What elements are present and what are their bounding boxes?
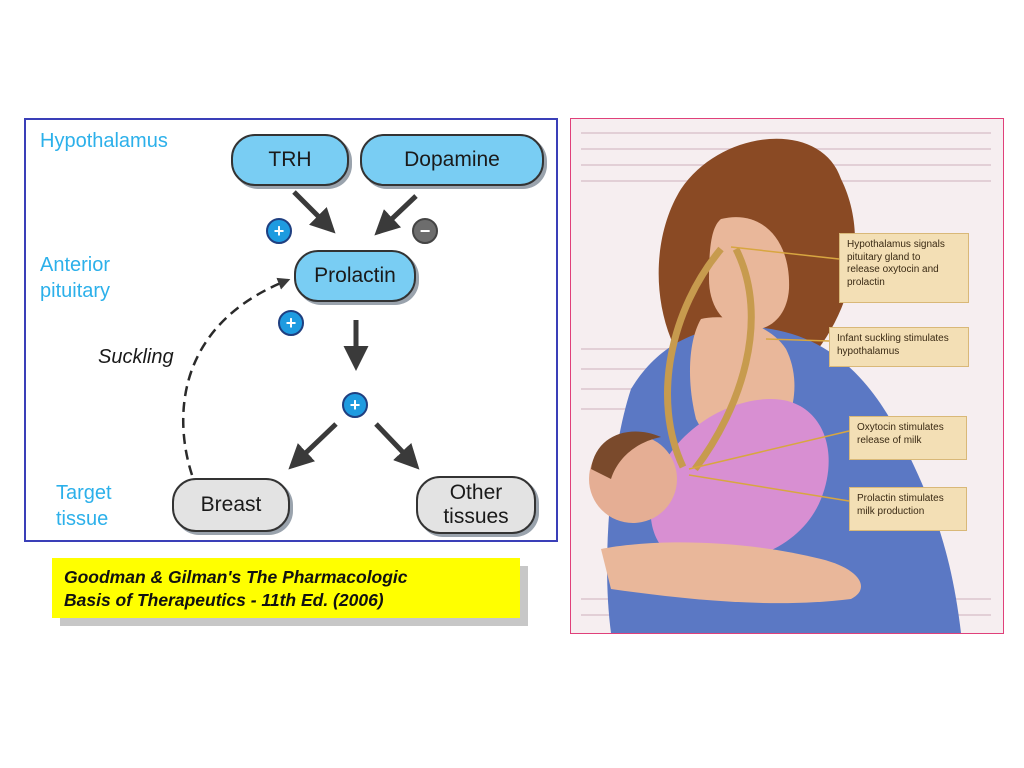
callout-prolactin: Prolactin stimulates milk production <box>849 487 967 531</box>
mother-arm <box>601 542 861 604</box>
node-prolactin: Prolactin <box>294 250 416 302</box>
level-label-hypothalamus: Hypothalamus <box>40 130 168 152</box>
mother-infant-drawing <box>581 132 991 633</box>
level-label-target-tissue: Target tissue <box>56 482 112 530</box>
node-breast: Breast <box>172 478 290 532</box>
node-other-tissues: Other tissues <box>416 476 536 534</box>
suckling-label: Suckling <box>98 346 174 368</box>
plus-sign-trh: + <box>266 218 292 244</box>
level-label-anterior-pituitary: Anterior pituitary <box>40 254 111 302</box>
callout-infant-suckling: Infant suckling stimulates hypothalamus <box>829 327 969 367</box>
arrow-trh-to-prolactin <box>292 190 336 234</box>
callout-leader-lines <box>688 246 850 502</box>
minus-sign-dopamine: − <box>412 218 438 244</box>
plus-sign-prolactin: + <box>342 392 368 418</box>
suckling-feedback-arrow <box>181 277 291 476</box>
infant-hair <box>591 431 661 479</box>
signal-arrow-down <box>692 247 755 472</box>
citation-box: Goodman & Gilman's The Pharmacologic Bas… <box>52 558 520 618</box>
node-trh: TRH <box>231 134 349 186</box>
signal-arrow-up <box>664 246 724 469</box>
arrow-to-breast <box>288 422 338 470</box>
arrow-to-other-tissues <box>374 422 420 470</box>
callout-hypothalamus-signals: Hypothalamus signals pituitary gland to … <box>839 233 969 303</box>
diagram-arrows <box>181 190 420 476</box>
infant-body <box>650 399 829 565</box>
prolactin-regulation-diagram: Hypothalamus Anterior pituitary Target t… <box>24 118 558 542</box>
breastfeeding-illustration: Hypothalamus signals pituitary gland to … <box>570 118 1004 634</box>
plus-sign-suckling: + <box>278 310 304 336</box>
arrow-dopamine-to-prolactin <box>374 194 418 236</box>
callout-oxytocin: Oxytocin stimulates release of milk <box>849 416 967 460</box>
node-dopamine: Dopamine <box>360 134 544 186</box>
